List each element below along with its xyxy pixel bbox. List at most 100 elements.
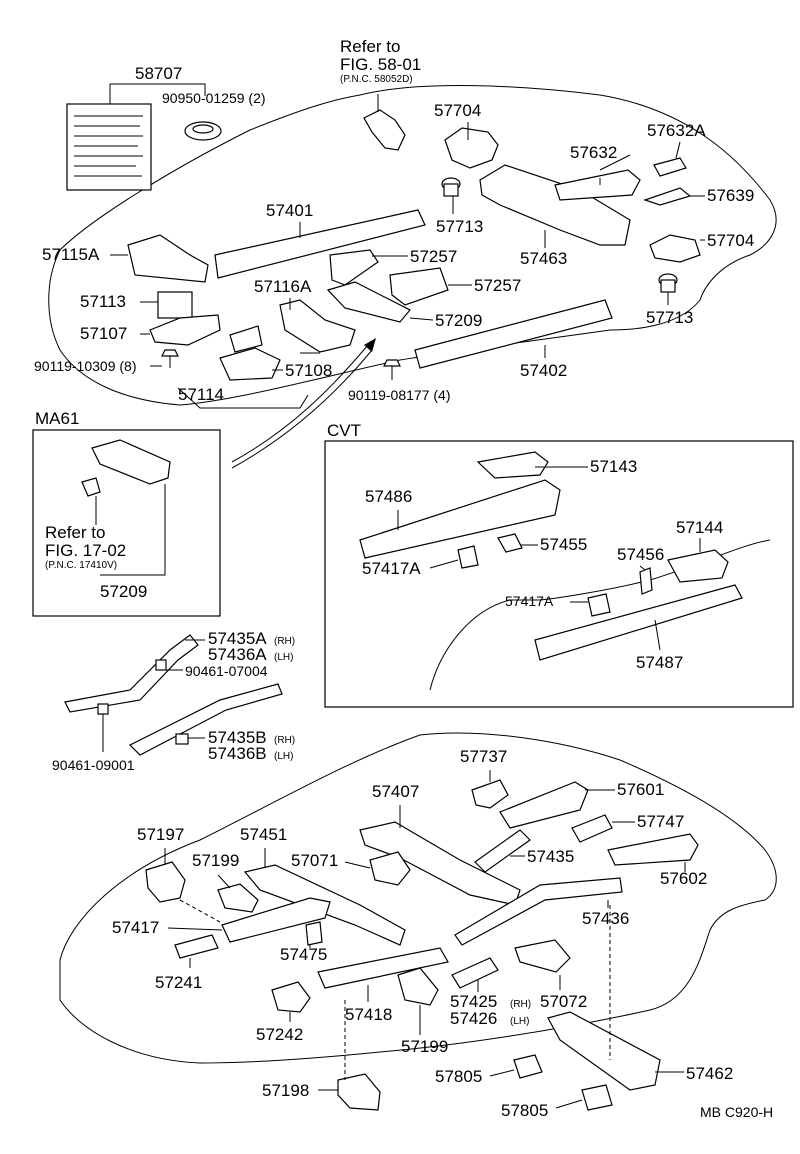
plug-57713-right xyxy=(658,273,678,293)
brace-57435a xyxy=(64,634,199,713)
label-90119b: 90119-08177 (4) xyxy=(348,387,450,403)
label-57435: 57435 xyxy=(527,847,574,866)
bracket-57209-ma61 xyxy=(91,439,171,485)
label-57456: 57456 xyxy=(617,545,664,564)
ref-ma61-line1: Refer to xyxy=(45,523,105,542)
part-57704-top xyxy=(444,127,499,169)
part-57072 xyxy=(514,939,571,973)
bracket-57455 xyxy=(497,533,523,553)
label-57436a-side: (LH) xyxy=(274,652,293,663)
label-57407: 57407 xyxy=(372,782,419,801)
cvt-box xyxy=(324,440,794,708)
bracket-57107 xyxy=(149,314,221,346)
bracket-57456 xyxy=(639,567,653,595)
member-57418 xyxy=(317,947,449,989)
label-57401: 57401 xyxy=(266,201,313,220)
label-57435a: 57435A xyxy=(208,629,267,648)
label-57436a: 57436A xyxy=(208,645,267,664)
bolt-90461-07004 xyxy=(155,659,167,671)
section-ma61: MA61 xyxy=(35,409,79,428)
label-57713b: 57713 xyxy=(646,308,693,327)
part-57209-top xyxy=(326,281,411,323)
ref-ma61-line3: (P.N.C. 17410V) xyxy=(45,560,117,571)
part-57114 xyxy=(229,325,263,353)
label-57704b: 57704 xyxy=(707,231,754,250)
bracket-57143 xyxy=(476,451,549,479)
label-57713a: 57713 xyxy=(436,217,483,236)
footer-code: MB C920-H xyxy=(700,1104,773,1120)
label-57114: 57114 xyxy=(178,385,224,404)
crossmember-57463 xyxy=(479,164,631,246)
label-57198: 57198 xyxy=(262,1081,309,1100)
bracket-57417a-right xyxy=(587,593,611,617)
member-57487 xyxy=(534,584,743,661)
part-57632a xyxy=(653,157,687,177)
upper-body-outline xyxy=(48,85,777,406)
label-57418: 57418 xyxy=(345,1005,392,1024)
rail-57601 xyxy=(499,781,589,829)
part-57632 xyxy=(554,169,641,201)
label-57199a: 57199 xyxy=(192,851,239,870)
ref-top-line1: Refer to xyxy=(340,37,400,56)
labels: Refer to FIG. 58-01 (P.N.C. 58052D) 5870… xyxy=(34,37,773,1120)
section-cvt: CVT xyxy=(327,421,361,440)
label-57108: 57108 xyxy=(285,361,332,380)
label-57426-side: (LH) xyxy=(510,1016,529,1027)
bracket-57435b-small xyxy=(175,733,189,745)
label-57417a1: 57417A xyxy=(362,559,421,578)
bracket-57116a xyxy=(279,299,356,353)
ref-top-line2: FIG. 58-01 xyxy=(340,55,421,74)
leader-lines xyxy=(110,122,705,1109)
label-57425-side: (RH) xyxy=(510,999,531,1010)
bolt-90461-09001 xyxy=(97,703,109,715)
label-90461a: 90461-07004 xyxy=(185,663,268,679)
label-57257a: 57257 xyxy=(410,247,457,266)
label-57116a: 57116A xyxy=(254,277,312,296)
label-58707-card xyxy=(66,103,152,191)
member-57486 xyxy=(359,479,561,559)
bracket-57115a xyxy=(127,234,209,283)
member-57435 xyxy=(474,829,531,873)
member-57417 xyxy=(221,897,331,943)
part-57704-right xyxy=(649,234,701,263)
label-57426: 57426 xyxy=(450,1009,497,1028)
label-57417a2: 57417A xyxy=(505,593,554,609)
label-57632: 57632 xyxy=(570,143,617,162)
bracket-57144 xyxy=(667,549,729,583)
label-57455: 57455 xyxy=(540,535,587,554)
label-57072: 57072 xyxy=(540,992,587,1011)
label-57451: 57451 xyxy=(240,825,287,844)
part-57199-bottom xyxy=(397,967,439,1006)
label-57241: 57241 xyxy=(155,973,202,992)
lower-body-outline xyxy=(59,732,777,1064)
member-57462 xyxy=(547,1011,661,1091)
part-57805-a xyxy=(513,1054,543,1079)
part-57198 xyxy=(337,1073,381,1111)
label-57242: 57242 xyxy=(256,1025,303,1044)
label-57475: 57475 xyxy=(280,945,327,964)
rail-57402 xyxy=(414,299,613,369)
label-57199b: 57199 xyxy=(401,1037,448,1056)
bracket-57417a-left xyxy=(457,545,479,569)
label-57107: 57107 xyxy=(80,324,127,343)
label-57435b: 57435B xyxy=(208,728,267,747)
label-57257b: 57257 xyxy=(474,276,521,295)
label-57436b-side: (LH) xyxy=(274,751,293,762)
part-57747 xyxy=(571,814,613,843)
part-57197 xyxy=(145,861,186,903)
bolt-ma61 xyxy=(81,477,101,497)
label-57747: 57747 xyxy=(637,812,684,831)
pointer-arrow xyxy=(231,344,369,463)
part-57639 xyxy=(643,187,692,206)
bolt-90119-08177 xyxy=(383,359,401,380)
label-57402: 57402 xyxy=(520,361,567,380)
label-57487: 57487 xyxy=(636,653,683,672)
label-57115a: 57115A xyxy=(42,245,100,264)
label-57435b-side: (RH) xyxy=(274,735,295,746)
label-57209a: 57209 xyxy=(435,311,482,330)
part-57108 xyxy=(219,347,281,381)
label-58707: 58707 xyxy=(135,64,182,83)
plug-57713-top xyxy=(441,177,461,197)
label-57071: 57071 xyxy=(291,851,338,870)
bracket-58052d xyxy=(363,109,406,151)
